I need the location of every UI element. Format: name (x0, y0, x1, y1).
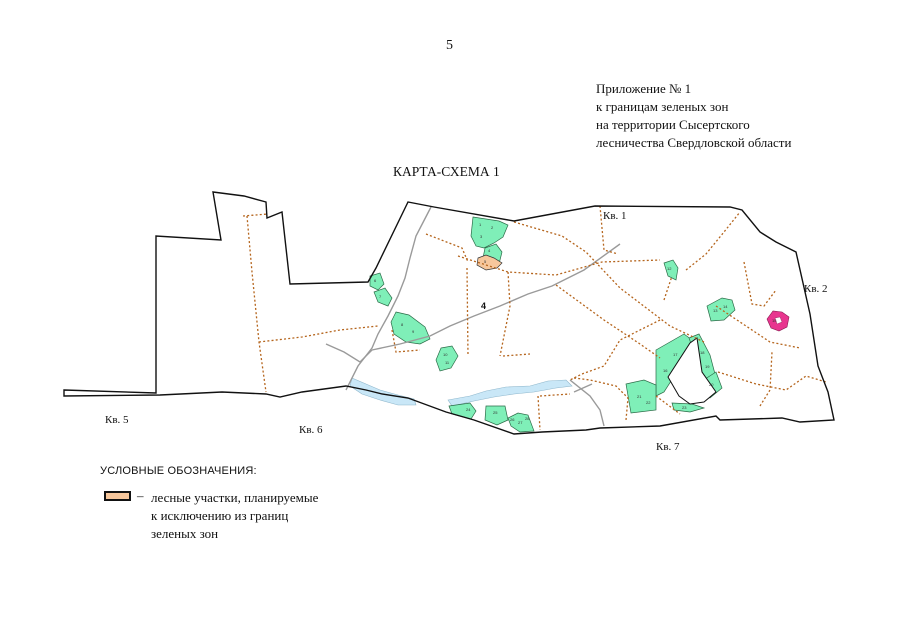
parcel-num-13: 13 (713, 308, 718, 313)
qline-10 (555, 284, 661, 359)
quarter-label-7: Кв. 7 (656, 441, 680, 453)
qline-4 (425, 233, 469, 263)
road-southeast (573, 383, 593, 393)
parcel-num-11: 11 (445, 360, 450, 365)
green-parcel-south-1 (625, 379, 657, 414)
parcel-num-15: 15 (772, 318, 777, 323)
road-south (569, 379, 605, 427)
qline-8 (466, 267, 469, 357)
legend-line-3: зеленых зон (151, 526, 219, 541)
green-parcel-south-4 (484, 405, 509, 426)
parcel-num-12: 12 (667, 266, 672, 271)
parcel-num-7: 7 (379, 294, 382, 299)
parcel-num-10: 10 (443, 352, 448, 357)
parcel-num-5: 5 (484, 259, 487, 264)
parcel-num-27: 27 (518, 420, 523, 425)
parcel-num-16: 16 (663, 368, 668, 373)
legend-dash: – (137, 488, 144, 503)
qline-2 (246, 215, 267, 393)
quarter-label-6: Кв. 6 (299, 424, 323, 436)
appendix-line-2: к границам зеленых зон (596, 99, 729, 114)
qline-13 (685, 211, 741, 271)
appendix-line-1: Приложение № 1 (596, 81, 692, 96)
map-title: КАРТА-СХЕМА 1 (393, 164, 500, 179)
qline-6 (499, 271, 511, 357)
road-northeast (371, 243, 621, 351)
parcel-num-26: 26 (510, 417, 515, 422)
water-pond-river (447, 379, 573, 407)
qline-20 (537, 395, 541, 431)
roads (325, 206, 621, 427)
quarter-label-2: Кв. 2 (804, 283, 828, 295)
parcel-num-8: 8 (401, 322, 404, 327)
parcel-num-17: 17 (673, 352, 678, 357)
forest-district-boundary (63, 191, 835, 435)
qline-14 (663, 275, 673, 301)
road-west (325, 343, 373, 363)
green-parcel-west-2 (373, 287, 393, 307)
qline-16 (715, 305, 801, 349)
legend-description: лесные участки, планируемые к исключению… (151, 489, 318, 543)
legend-swatch-excluded (104, 491, 131, 501)
qline-9 (513, 221, 705, 343)
page-number: 5 (446, 38, 453, 53)
green-parcel-west-3 (390, 311, 431, 345)
quarter-lines (242, 205, 827, 431)
qline-3 (258, 325, 379, 343)
green-parcel-south-2 (671, 402, 706, 413)
qline-19 (539, 393, 571, 397)
appendix-line-4: лесничества Свердловской области (596, 135, 792, 150)
quarter-label-1: Кв. 1 (603, 210, 627, 222)
appendix-caption: Приложение № 1 к границам зеленых зон на… (596, 80, 791, 152)
parcel-num-18: 18 (700, 350, 705, 355)
legend-line-1: лесные участки, планируемые (151, 490, 319, 505)
legend-line-2: к исключению из границ (151, 508, 289, 523)
qline-15 (743, 261, 777, 307)
parcel-num-4: 4 (488, 248, 491, 253)
parcel-num-24: 24 (466, 407, 471, 412)
qline-12 (569, 319, 661, 381)
legend-title: УСЛОВНЫЕ ОБОЗНАЧЕНИЯ: (100, 465, 257, 477)
parcel-num-2: 2 (491, 225, 494, 230)
qline-7 (502, 353, 531, 357)
parcel-num-22: 22 (646, 400, 651, 405)
green-parcel-north-1 (470, 216, 509, 249)
pink-parcel-hole (774, 316, 783, 325)
parcel-num-9: 9 (412, 329, 415, 334)
green-parcel-east-1 (663, 259, 679, 281)
parcel-num-3: 3 (480, 234, 483, 239)
qline-1 (242, 213, 269, 217)
green-parcel-south-5 (507, 412, 535, 433)
parcel-num-28: 28 (525, 416, 530, 421)
qline-23 (391, 329, 421, 353)
green-zone-parcels (369, 216, 736, 433)
parcel-num-23: 23 (682, 405, 687, 410)
water-pond-west (349, 377, 417, 406)
qline-17 (717, 371, 827, 391)
east-clearing (667, 337, 717, 405)
excluded-forest-parcel (476, 254, 503, 271)
qline-5 (457, 255, 661, 276)
parcel-num-20: 20 (709, 382, 714, 387)
green-parcel-west-1 (369, 272, 385, 291)
quarter-label-5: Кв. 5 (105, 414, 129, 426)
qline-18 (759, 351, 773, 407)
parcel-num-25: 25 (493, 410, 498, 415)
qline-22 (655, 395, 681, 415)
area-label: 4 (481, 301, 486, 311)
green-parcel-center (435, 345, 459, 372)
qline-21 (573, 377, 629, 421)
parcel-num-6: 6 (374, 278, 377, 283)
parcel-num-1: 1 (479, 222, 482, 227)
appendix-line-3: на территории Сысертского (596, 117, 750, 132)
parcel-num-21: 21 (637, 394, 642, 399)
parcel-num-19: 19 (705, 364, 710, 369)
green-parcel-south-3 (448, 402, 477, 420)
parcel-num-14: 14 (723, 304, 728, 309)
